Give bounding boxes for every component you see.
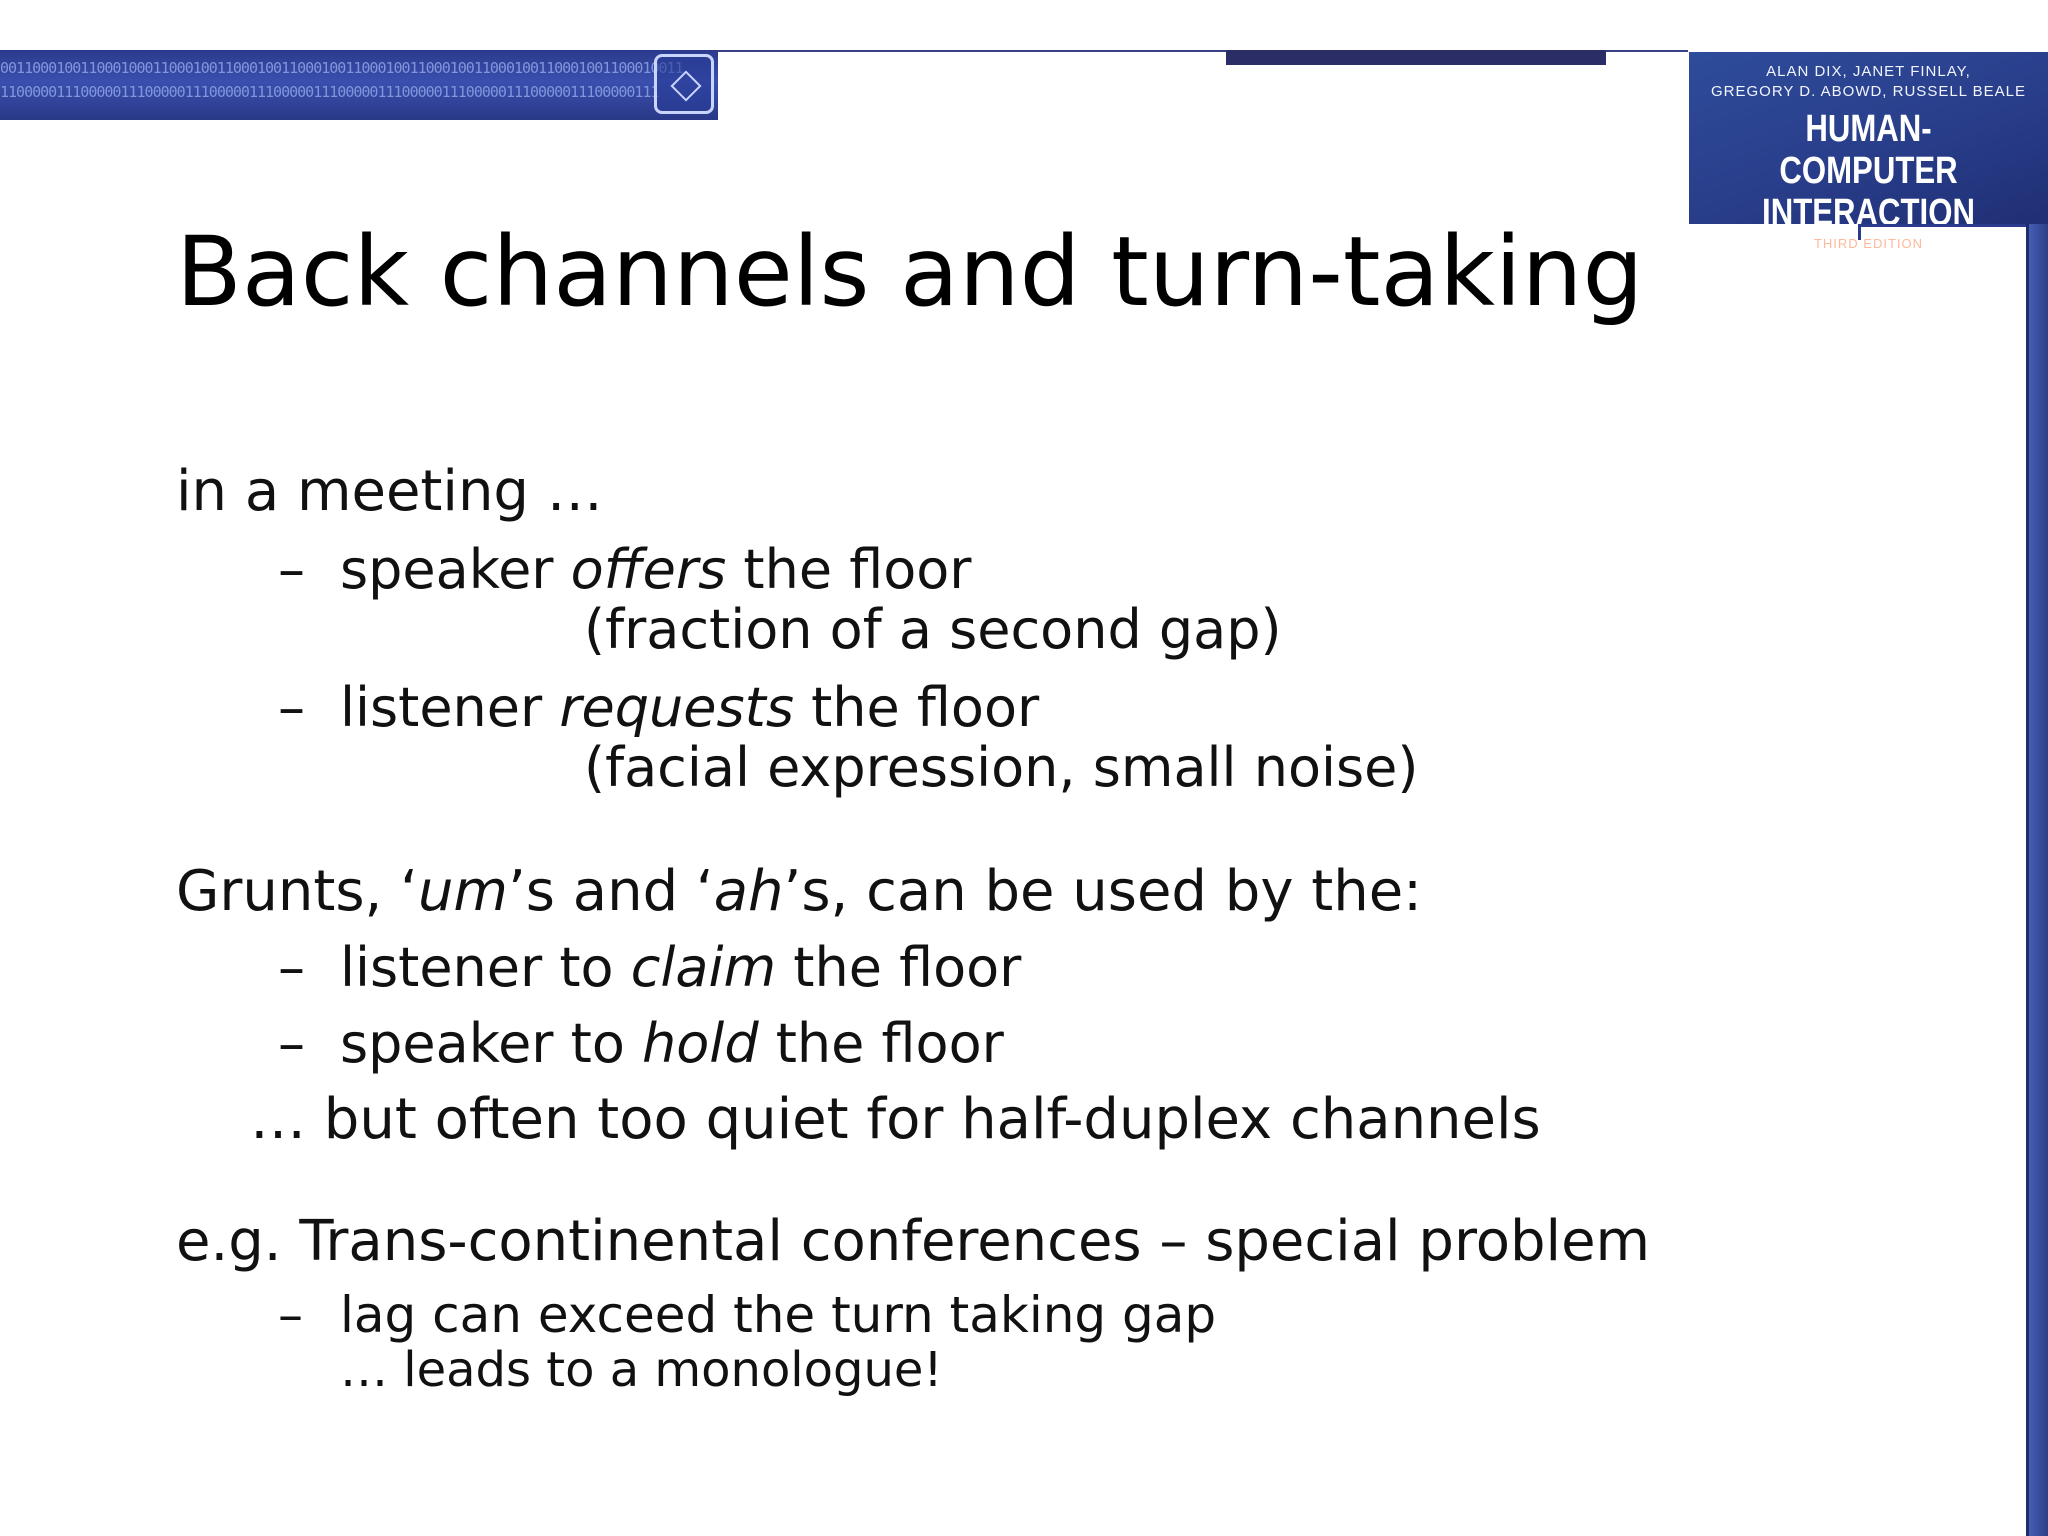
book-authors-line: ALAN DIX, JANET FINLAY, [1766, 63, 1971, 80]
bullet-text: the floor [758, 1012, 1004, 1075]
bullet-text: lag can exceed the turn taking gap [340, 1286, 1217, 1344]
grunts-intro: Grunts, ‘um’s and ‘ah’s, can be used by … [176, 860, 1422, 924]
bullet-text: the floor [726, 538, 972, 601]
bullet-emphasis: requests [559, 676, 794, 739]
binary-pattern-row: 0011000100110001000110001001100010011000… [0, 59, 684, 77]
bullet-speaker-hold: –speaker to hold the floor [278, 1012, 1004, 1076]
bullet-text: listener [340, 676, 560, 739]
bullet-text: speaker to [340, 1012, 643, 1075]
bullet-emphasis: hold [642, 1012, 759, 1075]
bullet-text: the floor [793, 676, 1040, 739]
binary-pattern-row: 1100000111000001110000011100000111000001… [0, 83, 660, 101]
bullet-dash: – [278, 1012, 305, 1075]
bullet-note-monologue: … leads to a monologue! [340, 1342, 943, 1398]
bullet-text: the floor [776, 936, 1022, 999]
bullet-note-offers: (fraction of a second gap) [584, 598, 1282, 661]
bullet-text: listener to [340, 936, 631, 999]
cover-corner-rule [1858, 224, 2048, 240]
grunts-emphasis: ah [713, 859, 784, 924]
bullet-lag: –lag can exceed the turn taking gap [278, 1286, 1216, 1344]
bullet-dash: – [278, 538, 305, 601]
grunts-text: Grunts, ‘ [176, 859, 418, 924]
bullet-dash: – [278, 1286, 303, 1344]
bullet-emphasis: offers [570, 538, 727, 601]
bullet-emphasis: claim [630, 936, 777, 999]
chip-icon [654, 54, 714, 114]
bullet-dash: – [278, 936, 305, 999]
header-rule [718, 50, 1688, 52]
bullet-listener-requests: –listener requests the floor [278, 676, 1039, 740]
header-accent-bar [1226, 50, 1606, 65]
book-cover-logo: ALAN DIX, JANET FINLAY, GREGORY D. ABOWD… [1689, 52, 2048, 251]
book-title: HUMAN-COMPUTER INTERACTION [1721, 108, 2015, 234]
meeting-intro: in a meeting … [176, 459, 603, 524]
book-authors-line: GREGORY D. ABOWD, RUSSELL BEALE [1711, 83, 2026, 100]
slide-title: Back channels and turn-taking [176, 216, 1644, 328]
grunts-text: ’s and ‘ [507, 859, 714, 924]
book-edition: THIRD EDITION [1813, 236, 1924, 251]
bullet-dash: – [278, 676, 305, 739]
bullet-speaker-offers: –speaker offers the floor [278, 538, 972, 602]
bullet-listener-claim: –listener to claim the floor [278, 936, 1021, 1000]
right-edge-strip [2026, 224, 2048, 1536]
book-title-line: HUMAN-COMPUTER [1779, 108, 1958, 192]
bullet-note-requests: (facial expression, small noise) [584, 736, 1419, 799]
bullet-text: speaker [340, 538, 571, 601]
grunts-caveat: … but often too quiet for half-duplex ch… [250, 1087, 1541, 1152]
header-binary-banner: 0011000100110001000110001001100010011000… [0, 50, 718, 120]
book-title-line: INTERACTION [1762, 192, 1975, 234]
grunts-text: ’s, can be used by the: [783, 859, 1423, 924]
grunts-emphasis: um [417, 859, 508, 924]
book-authors: ALAN DIX, JANET FINLAY, GREGORY D. ABOWD… [1689, 62, 2048, 102]
example-heading: e.g. Trans-continental conferences – spe… [176, 1209, 1651, 1274]
